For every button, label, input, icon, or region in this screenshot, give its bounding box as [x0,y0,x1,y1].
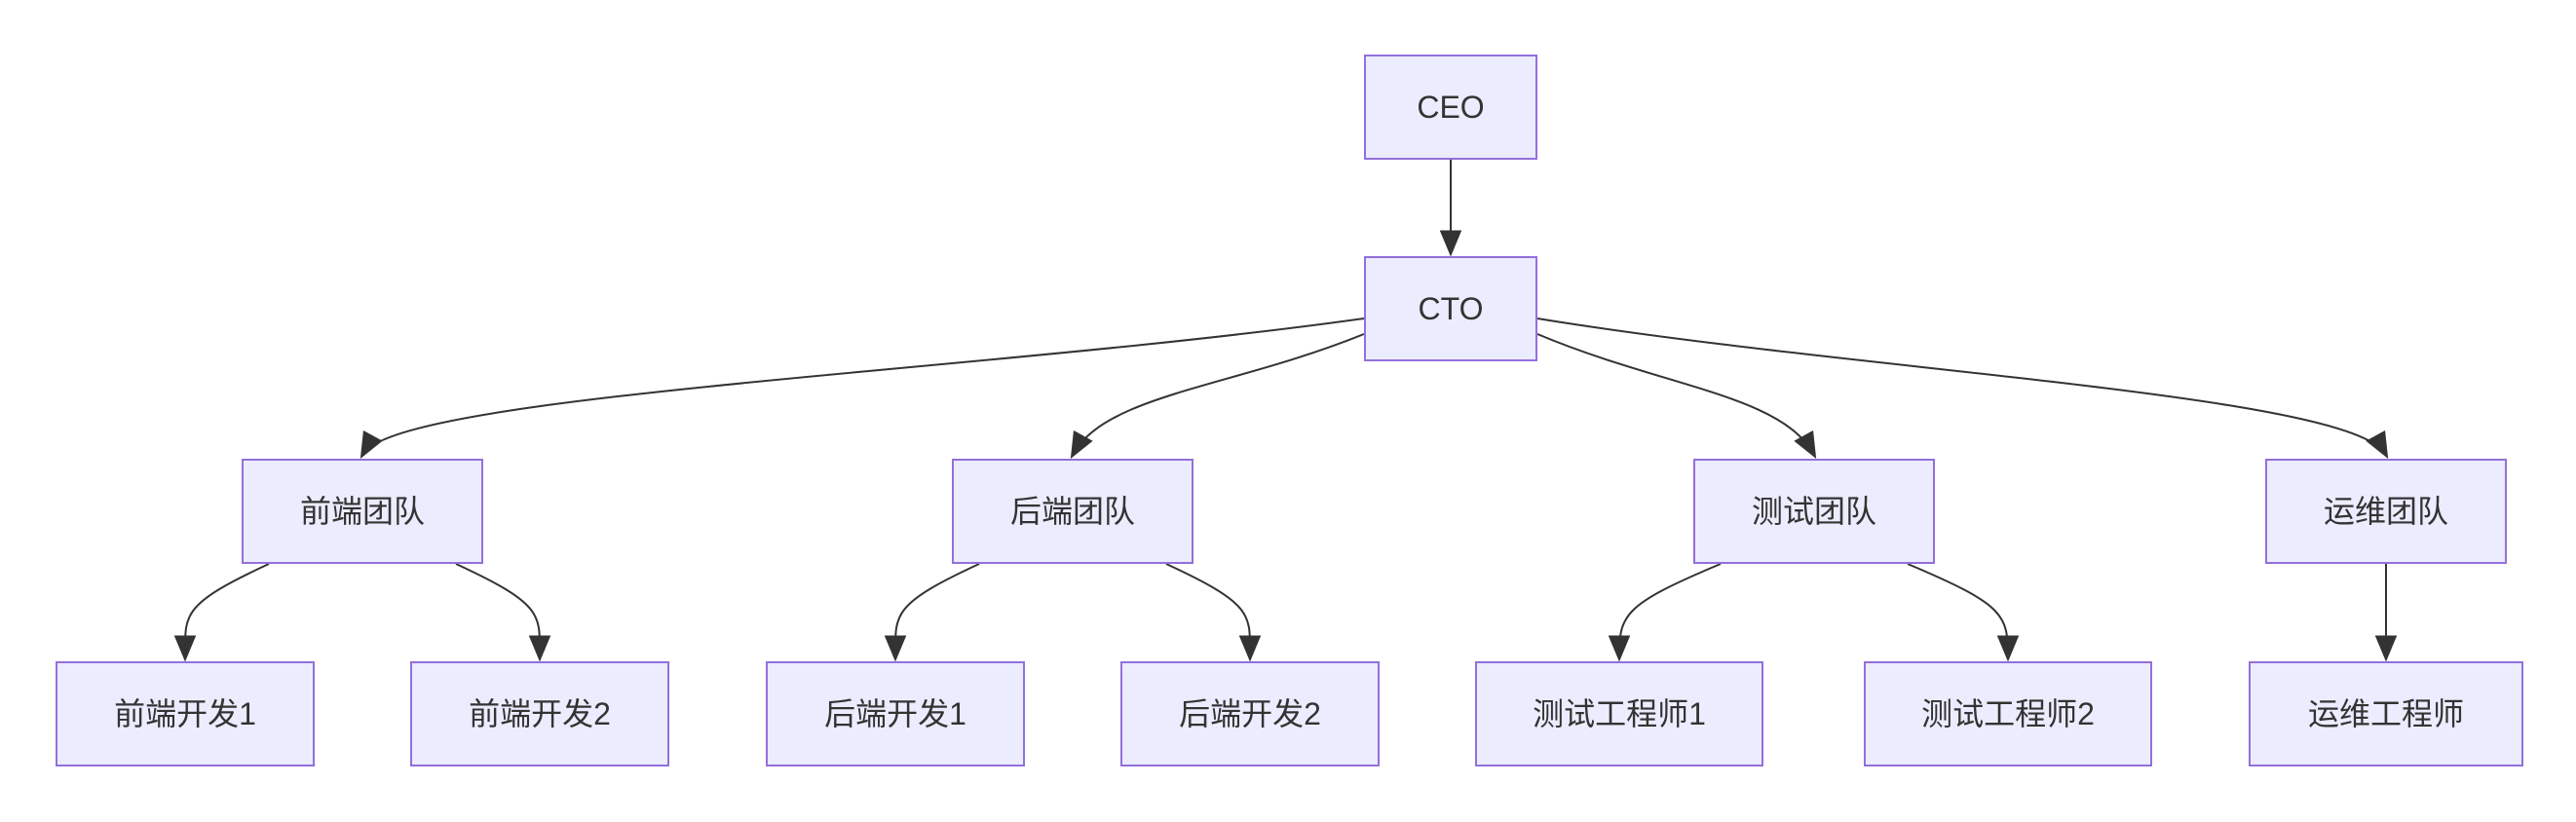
edge-group [173,160,2398,662]
edge-test-team-to-qa-eng-1 [1608,563,1722,662]
edge-frontend-team-to-fe-dev-2 [455,563,551,662]
node-label: 测试工程师1 [1533,695,1706,731]
edge-backend-team-to-be-dev-1 [884,563,980,662]
node-label: CTO [1418,290,1484,326]
node-be-dev-2: 后端开发2 [1120,661,1380,766]
node-label: 测试工程师2 [1921,695,2095,731]
node-qa-eng-1: 测试工程师1 [1475,661,1763,766]
node-label: 后端团队 [1009,493,1135,529]
edge-test-team-to-qa-eng-2 [1907,563,2020,662]
node-label: 前端团队 [299,493,425,529]
node-label: 运维团队 [2323,493,2448,529]
node-ceo: CEO [1364,55,1537,160]
node-be-dev-1: 后端开发1 [766,661,1025,766]
node-ops-eng-1: 运维工程师 [2249,661,2523,766]
edge-frontend-team-to-fe-dev-1 [173,563,270,662]
node-label: 后端开发1 [824,695,966,731]
edge-backend-team-to-be-dev-2 [1165,563,1262,662]
node-label: 前端开发1 [114,695,256,731]
node-label: 后端开发2 [1179,695,1321,731]
edge-cto-to-frontend-team [360,318,1365,459]
edge-cto-to-backend-team [1070,333,1365,459]
node-fe-dev-1: 前端开发1 [56,661,315,766]
node-frontend-team: 前端团队 [242,459,483,564]
node-backend-team: 后端团队 [952,459,1193,564]
node-cto: CTO [1364,256,1537,361]
edge-cto-to-ops-team [1536,318,2389,459]
node-label: 运维工程师 [2307,695,2464,731]
node-qa-eng-2: 测试工程师2 [1864,661,2152,766]
node-test-team: 测试团队 [1693,459,1935,564]
node-label: CEO [1417,89,1485,125]
node-ops-team: 运维团队 [2265,459,2507,564]
node-label: 测试团队 [1751,493,1876,529]
edge-cto-to-test-team [1536,333,1817,459]
node-label: 前端开发2 [469,695,611,731]
node-fe-dev-2: 前端开发2 [410,661,669,766]
